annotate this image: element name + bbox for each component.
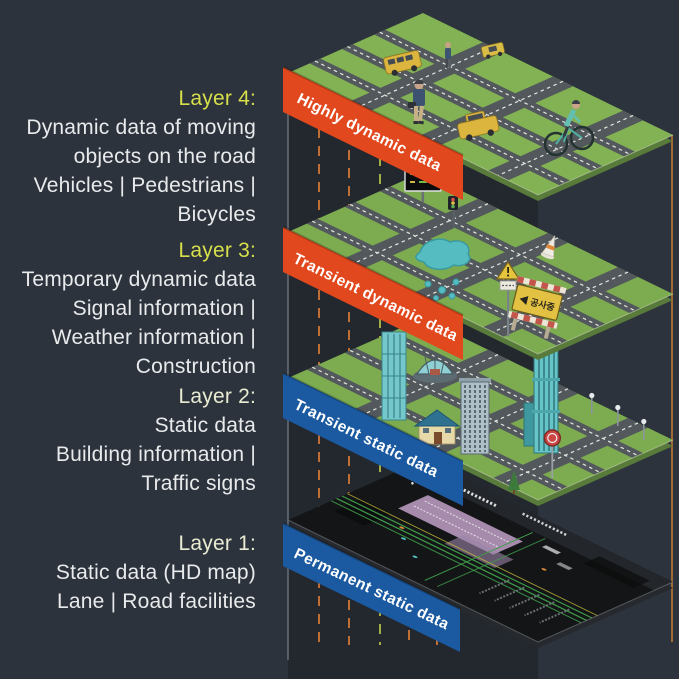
house-icon (413, 409, 461, 445)
label-line: Construction (135, 355, 256, 378)
label-line: Vehicles | Pedestrians | (33, 174, 256, 197)
raindrop-icon (452, 278, 460, 286)
dome-building-icon (413, 353, 457, 383)
street-lamp-icon (641, 418, 647, 440)
label-block-layer2: Layer 2: Static data Building informatio… (0, 382, 256, 498)
label-line: Dynamic data of moving (26, 116, 256, 139)
warning-sign-icon (495, 260, 521, 336)
label-block-layer4: Layer 4: Dynamic data of moving objects … (0, 84, 256, 229)
construction-sign-icon: ◀ 공사중 (507, 276, 567, 340)
label-line: Bicycles (177, 203, 256, 226)
raindrop-icon (433, 295, 439, 301)
label-line: Static data (154, 414, 256, 437)
label-line: Building information | (55, 443, 256, 466)
layer1-heading: Layer 1: (178, 532, 256, 555)
stop-sign-icon (543, 429, 562, 478)
layer1-platform (287, 460, 674, 648)
label-line: objects on the road (73, 145, 256, 168)
businessman-icon (408, 79, 425, 125)
label-line: Signal information | (72, 297, 256, 320)
label-block-layer3: Layer 3: Temporary dynamic data Signal i… (0, 236, 256, 381)
car-icon (481, 42, 505, 59)
banner-shape (283, 67, 463, 200)
label-line: Traffic signs (141, 472, 256, 495)
banner-shape (283, 227, 463, 360)
rain-cloud-icon (415, 238, 471, 301)
label-line: Lane | Road facilities (57, 590, 256, 613)
street-lamp-icon (589, 392, 595, 414)
pedestrian-icon (445, 42, 451, 68)
banner-shape (283, 373, 463, 506)
raindrop-icon (424, 280, 432, 288)
traffic-light-icon (448, 196, 458, 228)
tree-icon (508, 470, 520, 494)
layer4-heading: Layer 4: (178, 87, 256, 110)
layer2-heading: Layer 2: (178, 385, 256, 408)
office-tower-icon (459, 378, 491, 455)
glass-tower-icon (381, 331, 407, 421)
banner-shape (283, 523, 460, 652)
label-line: Temporary dynamic data (21, 268, 256, 291)
traffic-cone-icon (540, 234, 556, 260)
street-lamp-icon (615, 404, 621, 426)
cyclist-icon (543, 100, 595, 157)
raindrop-icon (448, 292, 456, 300)
raindrop-icon (438, 286, 446, 294)
bus-icon (383, 50, 422, 76)
label-block-layer1: Layer 1: Static data (HD map) Lane | Roa… (0, 529, 256, 616)
taxi-icon (457, 110, 500, 141)
label-line: Static data (HD map) (55, 561, 256, 584)
layer3-heading: Layer 3: (178, 239, 256, 262)
label-line: Weather information | (51, 326, 256, 349)
